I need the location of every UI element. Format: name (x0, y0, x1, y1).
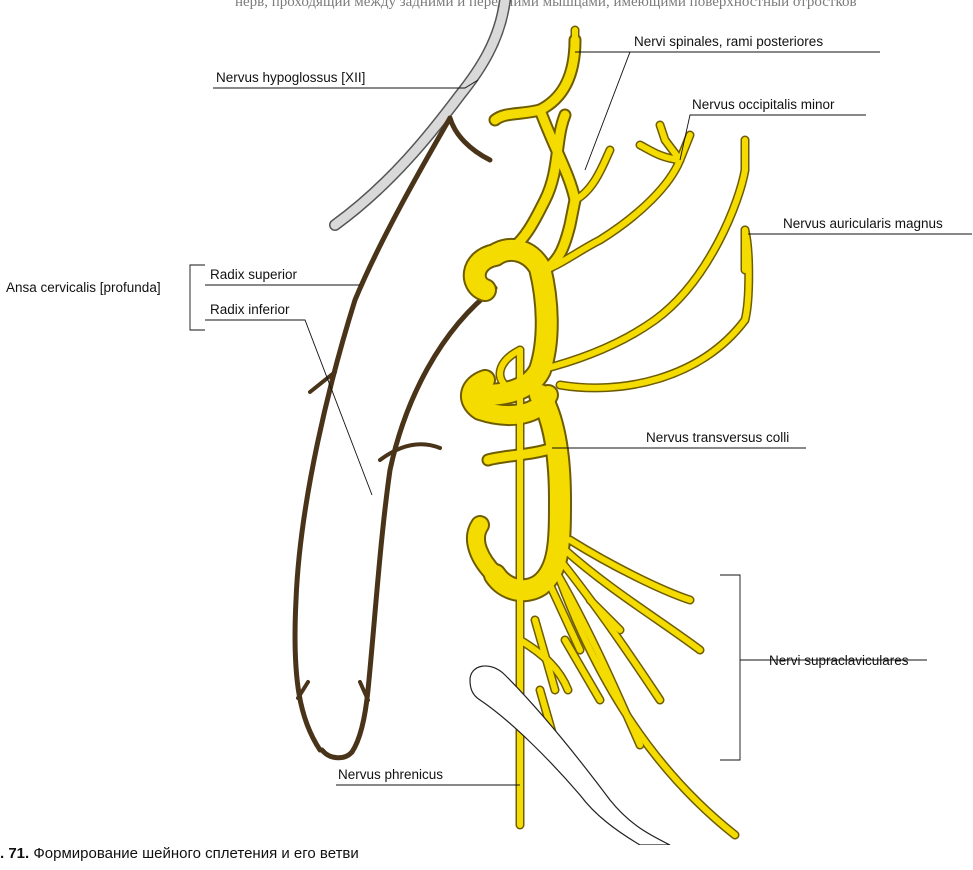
label-hypoglossus: Nervus hypoglossus [XII] (216, 70, 365, 85)
label-occipitalis: Nervus occipitalis minor (692, 97, 835, 112)
figure-caption-text: Формирование шейного сплетения и его вет… (29, 845, 359, 862)
label-supraclaviculares: Nervi supraclaviculares (769, 653, 909, 668)
label-phrenicus: Nervus phrenicus (338, 767, 443, 782)
label-transversus: Nervus transversus colli (646, 430, 789, 445)
ansa-cervicalis (295, 118, 495, 758)
label-spinales: Nervi spinales, rami posteriores (634, 34, 823, 49)
label-ansa: Ansa cervicalis [profunda] (6, 280, 161, 295)
figure-number: . 71. (0, 845, 29, 862)
label-auricularis: Nervus auricularis magnus (783, 216, 943, 231)
hypoglossal-nerve (335, 0, 505, 225)
figure-caption: . 71. Формирование шейного сплетения и е… (0, 845, 359, 862)
label-radix-superior: Radix superior (210, 267, 298, 282)
label-radix-inferior: Radix inferior (210, 302, 290, 317)
cervical-plexus-diagram: Nervus hypoglossus [XII] Nervi spinales,… (0, 0, 973, 845)
